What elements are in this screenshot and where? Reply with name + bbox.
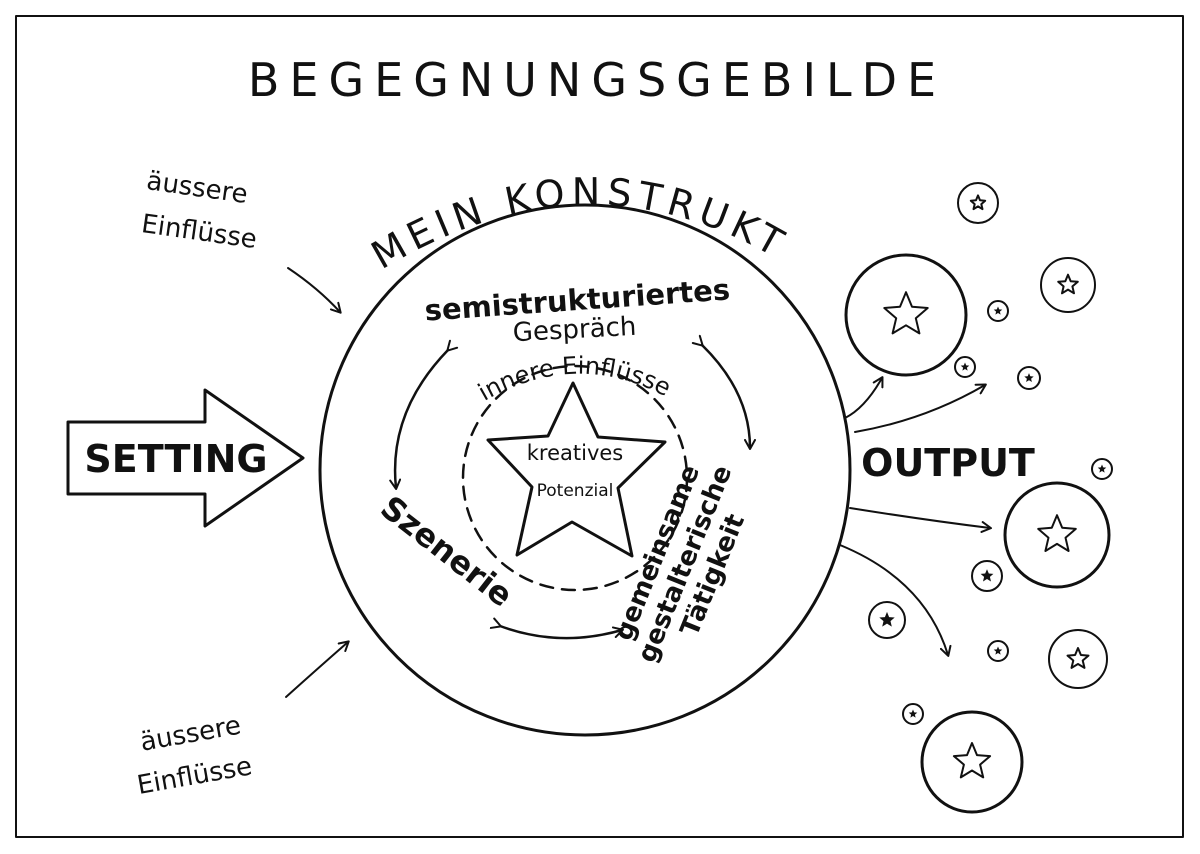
output-bubble — [1040, 257, 1096, 313]
outer-influences-bottom-line2: Einflüsse — [135, 751, 255, 801]
output-bubble — [844, 253, 968, 377]
cycle-node-right: gemeinsame gestalterische Tätigkeit — [609, 461, 751, 667]
outer-influences-bottom-arrow — [285, 640, 350, 698]
output-bubble — [971, 560, 1003, 592]
output-bubble-star-icon — [883, 291, 929, 335]
output-bubble — [1091, 458, 1113, 480]
output-bubble-dot-icon — [960, 362, 970, 371]
creative-potential-star-icon — [486, 381, 667, 558]
output-arrow-4 — [839, 544, 952, 657]
output-arrow-2 — [854, 383, 987, 433]
output-arrow-1 — [844, 376, 884, 419]
output-bubble-dot-icon — [993, 646, 1003, 655]
output-bubble-dot-icon — [993, 306, 1003, 315]
output-bubble — [920, 710, 1024, 814]
inner-influences-label: innere Einflüsse — [473, 352, 675, 407]
output-bubbles — [844, 182, 1113, 814]
outer-influences-bottom-line1: äussere — [138, 711, 243, 758]
output-bubble-star-icon — [952, 742, 992, 779]
outer-influences-top-line1: äussere — [145, 166, 250, 210]
output-bubble — [1017, 366, 1041, 390]
output-bubble — [987, 300, 1009, 322]
diagram-title: BEGEGNUNGSGEBILDE — [248, 53, 946, 107]
star-label-line1: kreatives — [527, 441, 623, 465]
output-bubble — [1048, 629, 1108, 689]
output-bubble-dot-icon — [908, 709, 918, 718]
cycle-arrow-left — [389, 339, 459, 490]
cycle-arrow-bottom — [489, 617, 624, 640]
output-bubble — [868, 601, 906, 639]
output-bubble-dot-icon — [980, 569, 994, 582]
cycle-node-top-line2: Gespräch — [512, 312, 637, 348]
output-bubble-star-icon — [1037, 514, 1077, 552]
output-bubble-star-icon — [1066, 647, 1090, 669]
outer-influences-top-arrow — [287, 267, 342, 314]
output-bubble-dot-icon — [1097, 464, 1107, 473]
cycle-node-left: Szenerie — [373, 488, 520, 614]
output-bubble — [987, 640, 1009, 662]
construct-label: MEIN KONSTRUKT — [364, 170, 796, 278]
output-arrow-3 — [849, 507, 992, 533]
output-bubble-star-icon — [1057, 273, 1079, 295]
page-frame — [15, 15, 1184, 838]
output-bubble — [954, 356, 976, 378]
output-bubble-dot-icon — [879, 611, 895, 627]
construct-circle — [318, 203, 852, 737]
outer-influences-top-line2: Einflüsse — [140, 209, 259, 255]
output-bubble — [902, 703, 924, 725]
output-label: OUTPUT — [861, 441, 1035, 485]
inner-influences-circle — [461, 364, 689, 592]
output-bubble-dot-icon — [1024, 373, 1034, 382]
output-bubble — [1003, 481, 1111, 589]
star-label-line2: Potenzial — [537, 481, 614, 501]
output-bubble — [957, 182, 999, 224]
setting-label: SETTING — [84, 437, 267, 481]
output-bubble-star-icon — [969, 194, 987, 211]
setting-arrow-icon — [66, 388, 305, 528]
cycle-arrow-right — [691, 334, 756, 450]
